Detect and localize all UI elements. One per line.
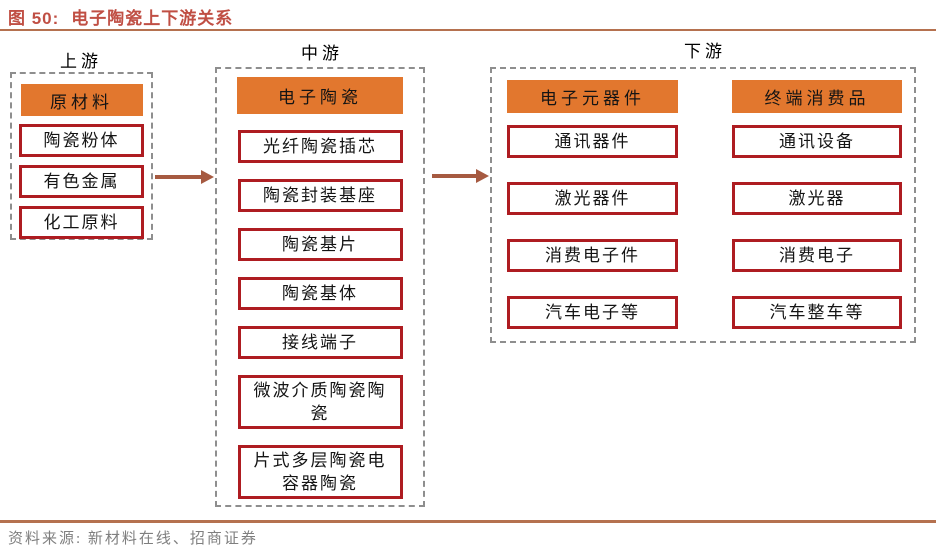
flow-item: 汽车整车等: [732, 296, 902, 329]
figure-title: 图 50: 电子陶瓷上下游关系: [8, 4, 233, 29]
flow-item: 通讯器件: [507, 125, 678, 158]
figure-number: 图 50:: [8, 9, 60, 28]
upstream-section-label: 上游: [60, 52, 102, 71]
arrow-head-icon: [476, 169, 489, 183]
flow-item: 陶瓷基片: [237, 228, 403, 261]
flow-item: 汽车电子等: [507, 296, 678, 329]
flow-item: 陶瓷基体: [237, 277, 403, 310]
downstream-column-components: 电子元器件 通讯器件 激光器件 消费电子件 汽车电子等: [507, 80, 678, 329]
flow-item: 片式多层陶瓷电容器陶瓷: [237, 445, 403, 499]
flow-item: 激光器件: [507, 182, 678, 215]
arrow-right-icon: [432, 169, 489, 183]
flow-item: 激光器: [732, 182, 902, 215]
source-note: 资料来源: 新材料在线、招商证券: [8, 531, 258, 547]
flow-item: 有色金属: [19, 165, 144, 198]
flow-item: 消费电子: [732, 239, 902, 272]
flow-item: 接线端子: [237, 326, 403, 359]
arrow-right-icon: [155, 170, 214, 184]
downstream-panel: 电子元器件 通讯器件 激光器件 消费电子件 汽车电子等 终端消费品 通讯设备 激…: [490, 67, 916, 343]
figure-name: 电子陶瓷上下游关系: [71, 9, 234, 28]
arrow-shaft: [432, 174, 479, 178]
footer-divider: [0, 520, 936, 523]
downstream-section-label: 下游: [684, 42, 726, 61]
midstream-section-label: 中游: [301, 44, 343, 63]
upstream-header: 原材料: [20, 84, 143, 116]
flow-item: 光纤陶瓷插芯: [237, 130, 403, 163]
downstream-header: 终端消费品: [732, 80, 902, 113]
flow-item: 化工原料: [19, 206, 144, 239]
midstream-header: 电子陶瓷: [237, 77, 403, 114]
flow-item: 微波介质陶瓷陶瓷: [237, 375, 403, 429]
upstream-panel: 原材料 陶瓷粉体 有色金属 化工原料: [10, 72, 153, 240]
downstream-header: 电子元器件: [507, 80, 678, 113]
title-divider: [0, 29, 936, 31]
flow-item: 陶瓷封装基座: [237, 179, 403, 212]
arrow-head-icon: [201, 170, 214, 184]
downstream-column-consumer: 终端消费品 通讯设备 激光器 消费电子 汽车整车等: [732, 80, 902, 329]
arrow-shaft: [155, 175, 204, 179]
flow-item: 陶瓷粉体: [19, 124, 144, 157]
midstream-panel: 电子陶瓷 光纤陶瓷插芯 陶瓷封装基座 陶瓷基片 陶瓷基体 接线端子 微波介质陶瓷…: [215, 67, 425, 507]
flow-item: 消费电子件: [507, 239, 678, 272]
flow-item: 通讯设备: [732, 125, 902, 158]
